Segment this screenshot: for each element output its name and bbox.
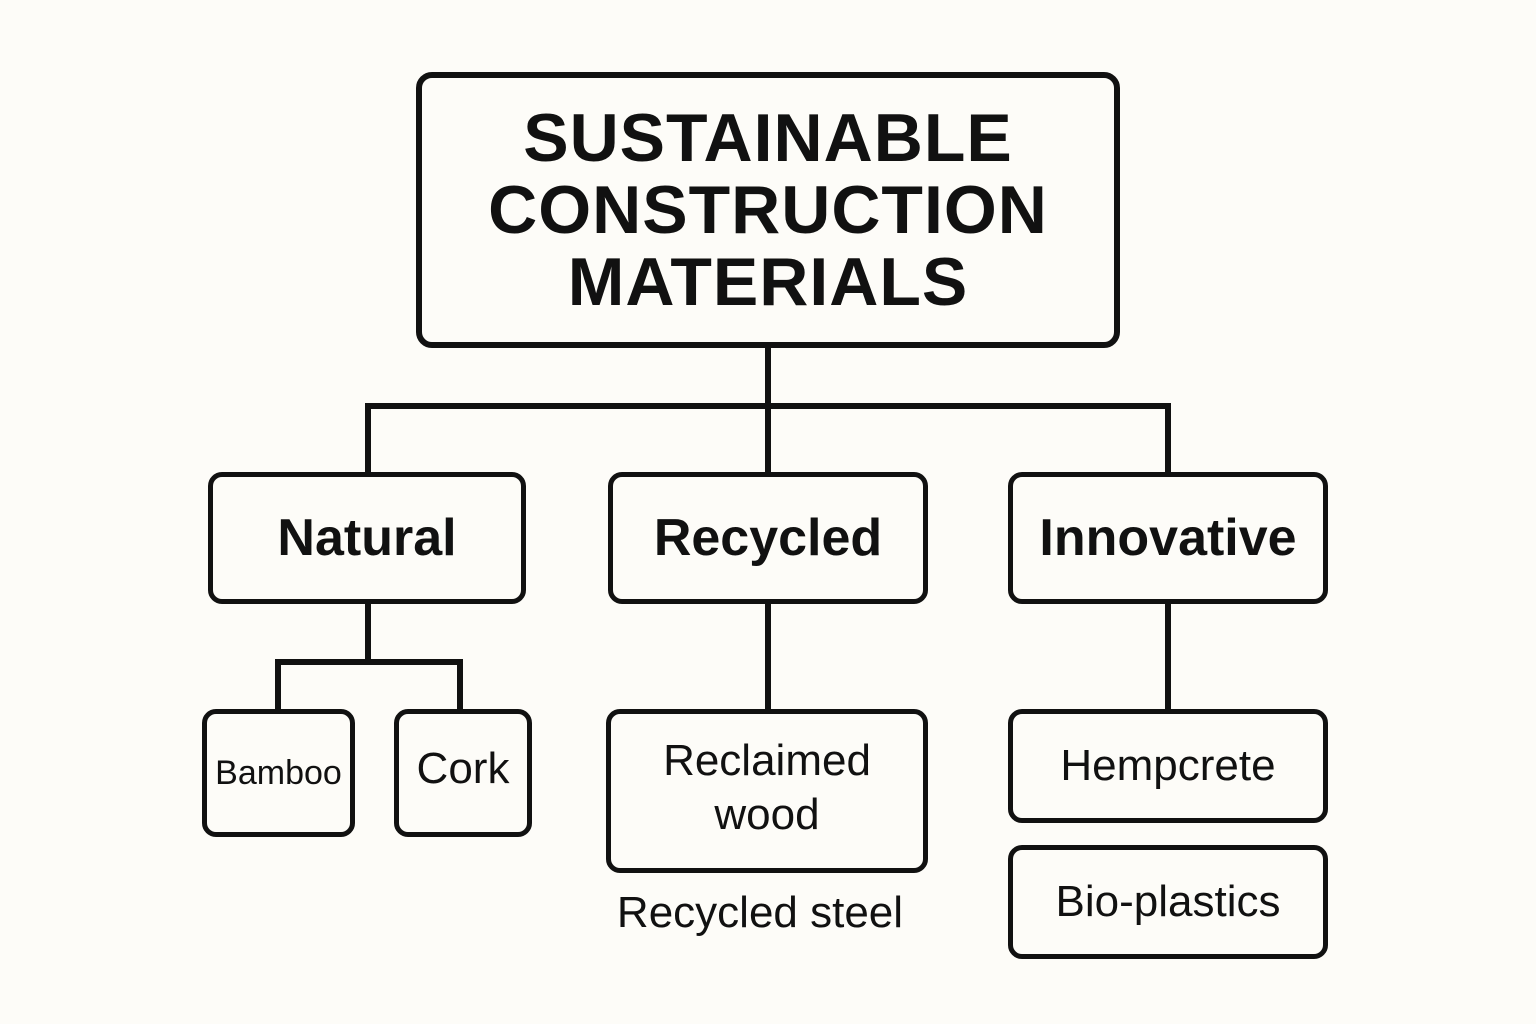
leaf-node-bio-plastics: Bio-plastics <box>1008 845 1328 959</box>
category-node-innovative: Innovative <box>1008 472 1328 604</box>
category-recycled-label: Recycled <box>653 509 883 567</box>
category-node-natural: Natural <box>208 472 526 604</box>
category-innovative-label: Innovative <box>1039 509 1297 567</box>
leaf-reclaimed-wood-label: Reclaimed wood <box>663 736 871 839</box>
recycled-steel-label: Recycled steel <box>616 888 904 937</box>
leaf-node-hempcrete: Hempcrete <box>1008 709 1328 823</box>
leaf-node-cork: Cork <box>394 709 532 837</box>
category-natural-label: Natural <box>277 509 457 567</box>
leaf-bio-plastics-label: Bio-plastics <box>1055 877 1281 926</box>
category-node-recycled: Recycled <box>608 472 928 604</box>
leaf-node-reclaimed-wood: Reclaimed wood <box>606 709 928 873</box>
leaf-node-bamboo: Bamboo <box>202 709 355 837</box>
leaf-bamboo-label: Bamboo <box>215 753 342 792</box>
leaf-hempcrete-label: Hempcrete <box>1060 741 1276 790</box>
root-node-label: SUSTAINABLE CONSTRUCTION MATERIALS <box>488 100 1048 320</box>
leaf-cork-label: Cork <box>416 744 510 793</box>
root-node: SUSTAINABLE CONSTRUCTION MATERIALS <box>416 72 1120 348</box>
